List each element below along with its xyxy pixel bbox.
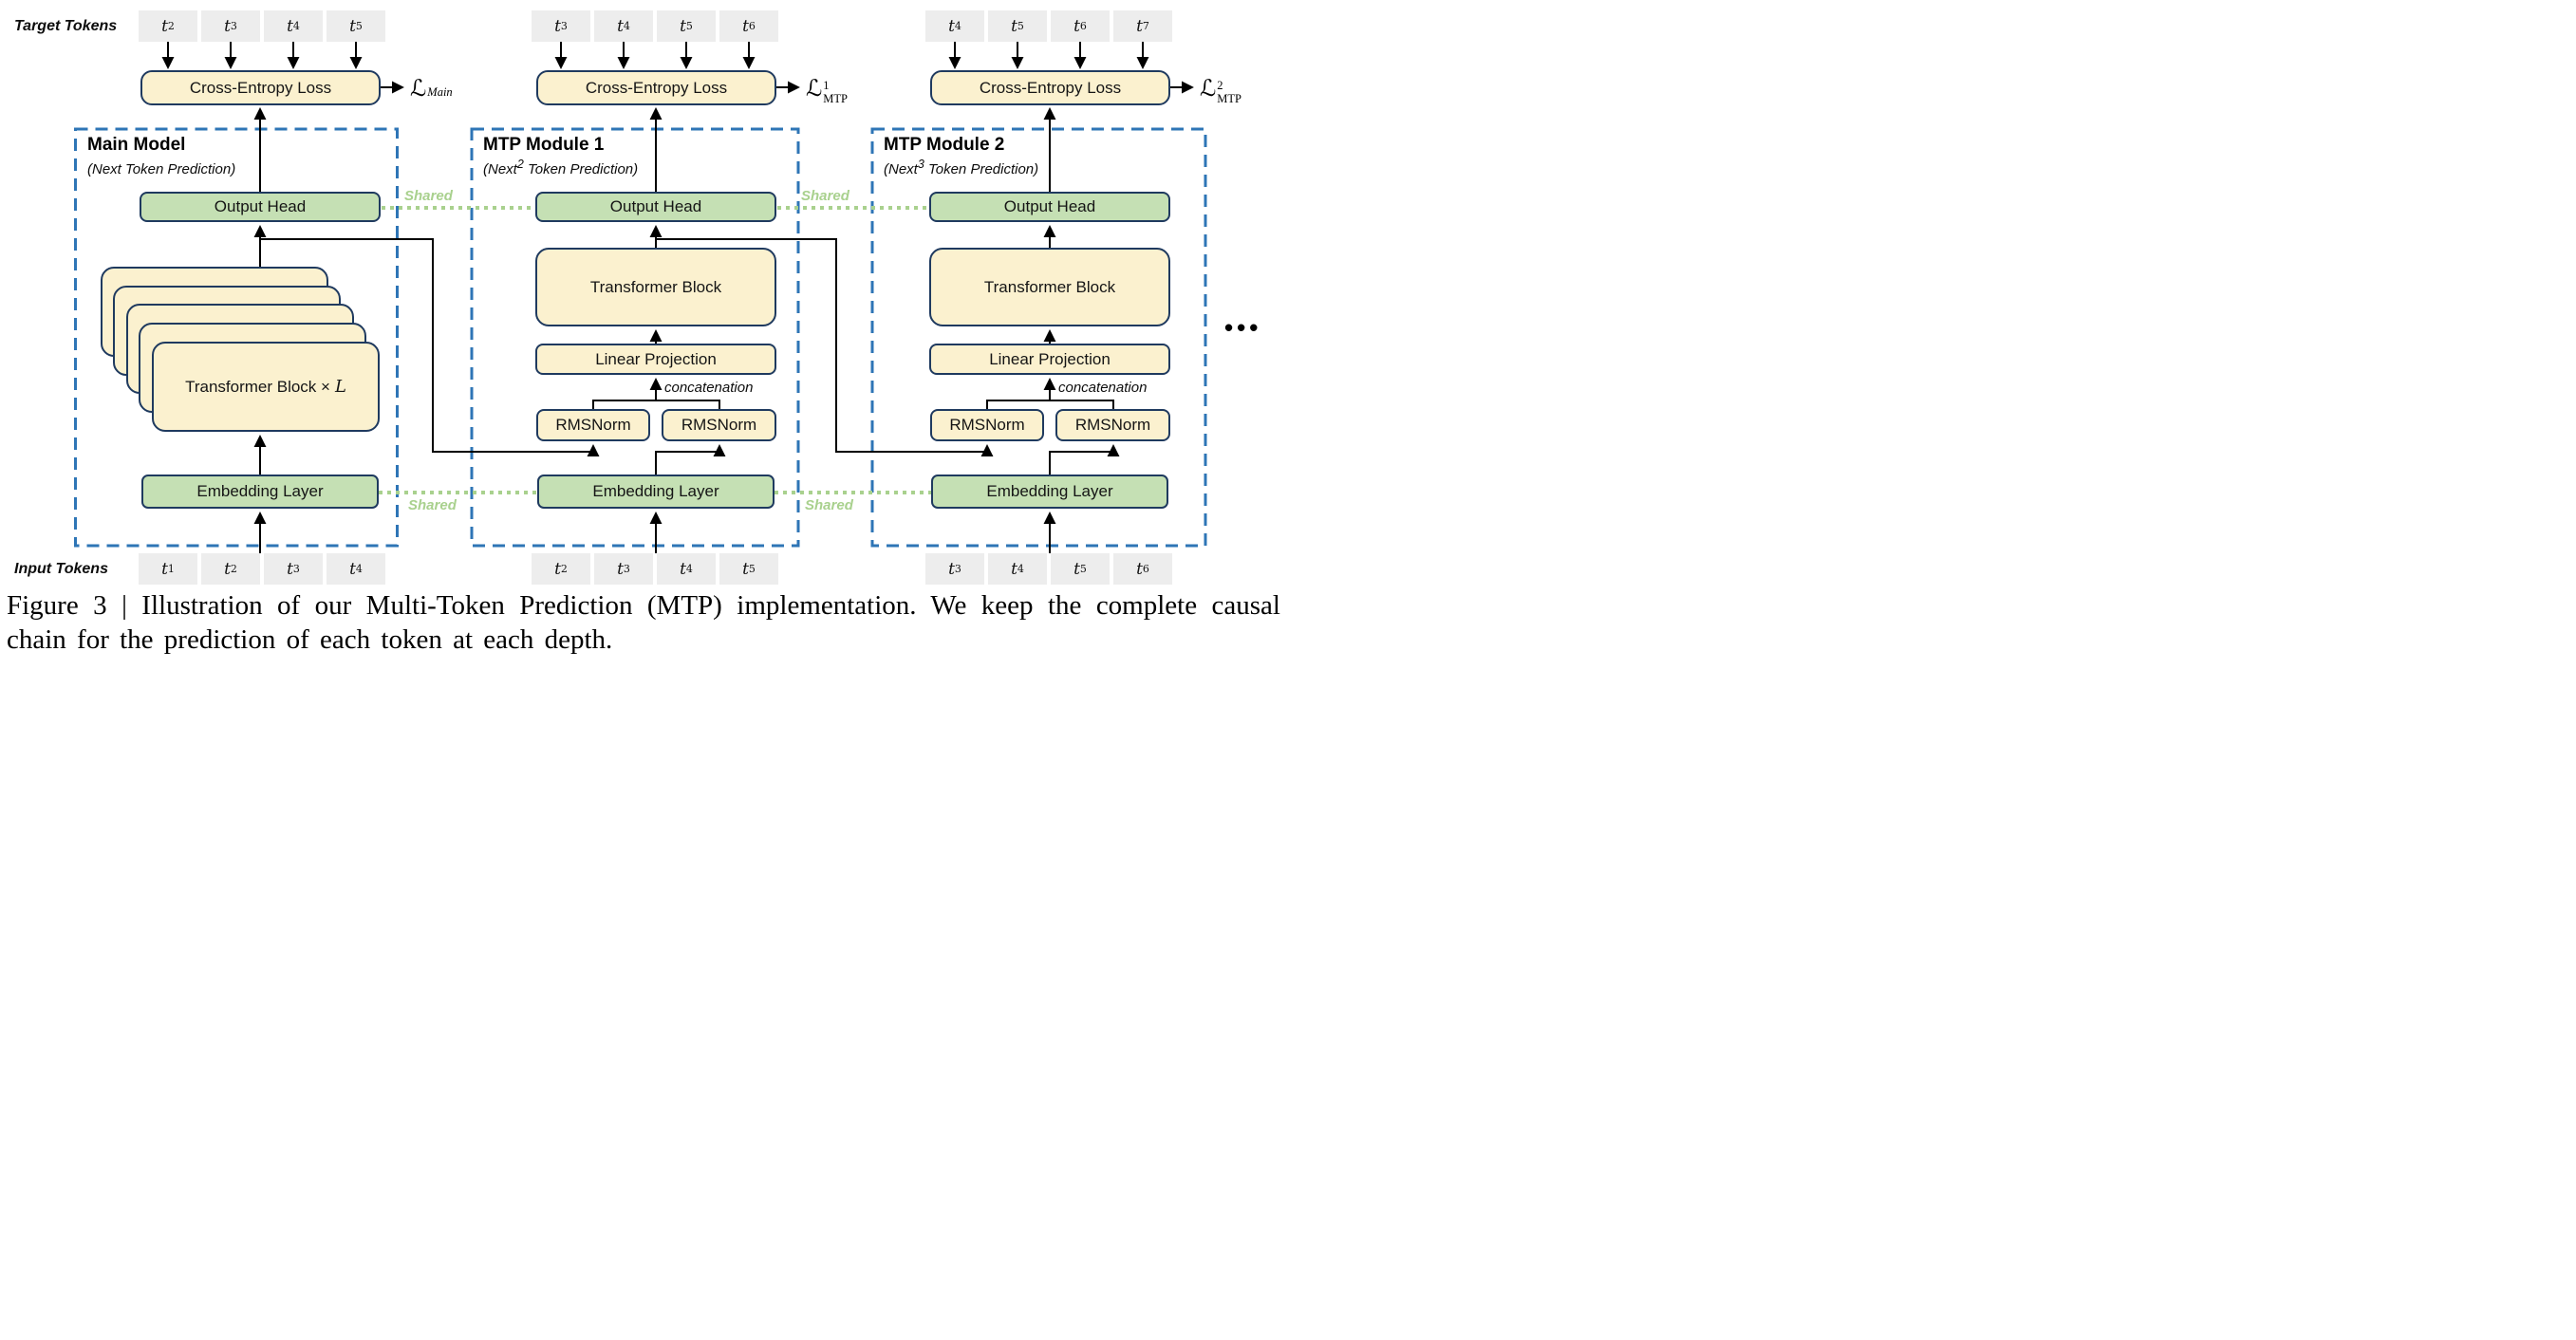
rmsnorm-left-mtp2: RMSNorm — [930, 409, 1044, 441]
subtitle-post: Token Prediction) — [924, 161, 1039, 177]
rmsnorm-right-mtp2: RMSNorm — [1055, 409, 1170, 441]
subtitle-pre: (Next — [884, 161, 918, 177]
subtitle-sup: 2 — [516, 158, 524, 171]
loss-script: ℒ — [410, 74, 427, 102]
mtp2-title: MTP Module 2 — [884, 135, 1005, 155]
subtitle-sup: 3 — [917, 158, 924, 171]
concat-junction — [592, 400, 720, 409]
linear-projection-mtp2: Linear Projection — [929, 344, 1170, 375]
main-model-title: Main Model — [87, 135, 186, 155]
transformer-block-mtp1: Transformer Block — [535, 248, 776, 326]
linear-projection-mtp1: Linear Projection — [535, 344, 776, 375]
output-head-mtp2: Output Head — [929, 192, 1170, 222]
transformer-block-mtp2: Transformer Block — [929, 248, 1170, 326]
shared-label: Shared — [801, 188, 849, 204]
main-model-dashed-box — [74, 127, 399, 548]
branch-main-to-mtp1 — [260, 238, 600, 457]
loss-sub: MTP — [1217, 91, 1241, 105]
shared-label: Shared — [408, 497, 457, 513]
mtp1-dashed-box — [470, 127, 800, 548]
loss-sup: 1 — [823, 78, 830, 92]
subtitle-post: Token Prediction) — [121, 161, 236, 177]
transformer-stack-front: Transformer Block ×L — [152, 342, 380, 432]
loss-script: ℒ — [806, 74, 823, 102]
main-model-subtitle: (Next Token Prediction) — [87, 158, 235, 177]
mtp2-dashed-box — [870, 127, 1207, 548]
figure-caption: Figure 3 | Illustration of our Multi-Tok… — [7, 590, 1280, 655]
rmsnorm-right-mtp1: RMSNorm — [662, 409, 776, 441]
loss-sup: 2 — [1217, 78, 1223, 92]
concatenation-label: concatenation — [664, 380, 754, 396]
embedding-layer-main: Embedding Layer — [141, 475, 379, 509]
loss-script: ℒ — [1200, 74, 1217, 102]
loss-sub: Main — [427, 84, 453, 99]
cross-entropy-loss-main: Cross-Entropy Loss — [140, 70, 381, 105]
connector-layer — [74, 42, 1207, 553]
mtp1-title: MTP Module 1 — [483, 135, 605, 155]
output-head-main: Output Head — [140, 192, 381, 222]
subtitle-pre: (Next — [483, 161, 517, 177]
cross-entropy-loss-mtp2: Cross-Entropy Loss — [930, 70, 1170, 105]
output-head-mtp1: Output Head — [535, 192, 776, 222]
rmsnorm-left-mtp1: RMSNorm — [536, 409, 650, 441]
shared-label: Shared — [404, 188, 453, 204]
branch-mtp1-to-mtp2 — [656, 238, 994, 457]
target-tokens-label: Target Tokens — [14, 17, 118, 34]
input-tokens-label: Input Tokens — [14, 560, 108, 577]
concatenation-label: concatenation — [1058, 380, 1148, 396]
subtitle-pre: (Next — [87, 161, 121, 177]
concat-junction — [986, 400, 1114, 409]
transformer-count-var: L — [334, 377, 346, 397]
subtitle-post: Token Prediction) — [523, 161, 639, 177]
mtp2-subtitle: (Next3 Token Prediction) — [884, 158, 1038, 177]
embedding-to-rmsnorm-arrow — [1049, 444, 1120, 475]
mtp1-subtitle: (Next2 Token Prediction) — [483, 158, 638, 177]
continuation-ellipsis: ••• — [1224, 313, 1262, 342]
embedding-layer-mtp1: Embedding Layer — [537, 475, 775, 509]
transformer-stack-label: Transformer Block × — [185, 377, 330, 396]
cross-entropy-loss-mtp1: Cross-Entropy Loss — [536, 70, 776, 105]
embedding-to-rmsnorm-arrow — [655, 444, 726, 475]
loss-sub: MTP — [823, 91, 848, 105]
embedding-layer-mtp2: Embedding Layer — [931, 475, 1168, 509]
shared-label: Shared — [805, 497, 853, 513]
